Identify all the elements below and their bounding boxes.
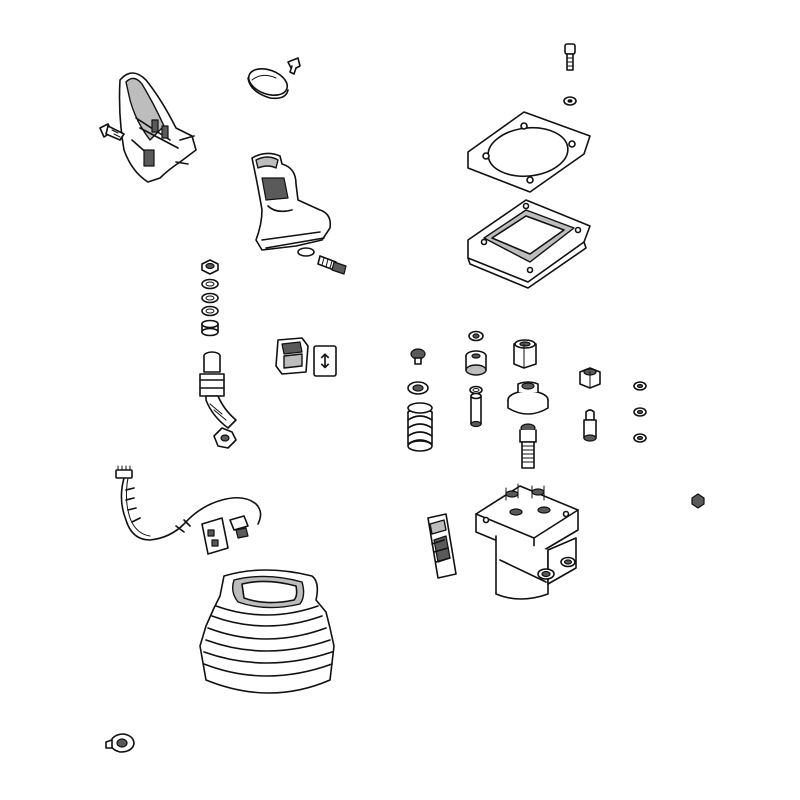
hex-nut-top <box>201 259 219 275</box>
frame-plate-lower <box>467 199 591 289</box>
up-down-arrow-icon: ↕ <box>317 349 334 373</box>
threaded-stem <box>519 423 537 469</box>
o-ring-2 <box>201 292 219 304</box>
valve-body-housing <box>475 483 579 600</box>
hex-coupling-nut <box>513 339 537 369</box>
disc-plate <box>507 381 549 415</box>
o-ring-3 <box>201 305 219 317</box>
o-ring-1 <box>201 278 219 290</box>
plunger-pin <box>470 392 482 428</box>
cover-screw <box>99 123 125 141</box>
jam-nut <box>213 427 237 449</box>
compression-spring <box>407 402 433 452</box>
bolt-washer <box>563 96 577 106</box>
handle-cover-half <box>118 72 197 183</box>
shaft-adapter <box>199 351 237 429</box>
rocker-switch <box>275 337 309 375</box>
joystick-grip <box>251 152 332 257</box>
small-washer-3 <box>633 433 647 443</box>
cable-clip <box>105 733 135 753</box>
flat-washer-left <box>407 381 429 395</box>
grip-cap <box>247 68 289 100</box>
plunger-cap <box>465 350 487 376</box>
button-plug <box>410 348 426 365</box>
wiring-harness <box>115 465 262 555</box>
valve-spool <box>583 409 597 442</box>
bellows-boot <box>199 569 335 694</box>
gasket-plate-upper <box>467 111 591 193</box>
spacer-sleeve <box>201 319 219 337</box>
small-washer-2 <box>633 407 647 417</box>
retaining-ring <box>469 385 483 395</box>
grip-clamp-bolt <box>317 255 347 275</box>
valve-fitting-right <box>579 367 601 389</box>
seal-kit-bag <box>427 513 457 579</box>
seal-ring-top <box>468 330 484 342</box>
arrow-label-plate: ↕ <box>313 345 337 377</box>
cap-screw <box>287 57 301 75</box>
small-washer-1 <box>633 381 647 391</box>
small-nut <box>691 493 705 509</box>
mounting-bolt <box>564 43 576 71</box>
